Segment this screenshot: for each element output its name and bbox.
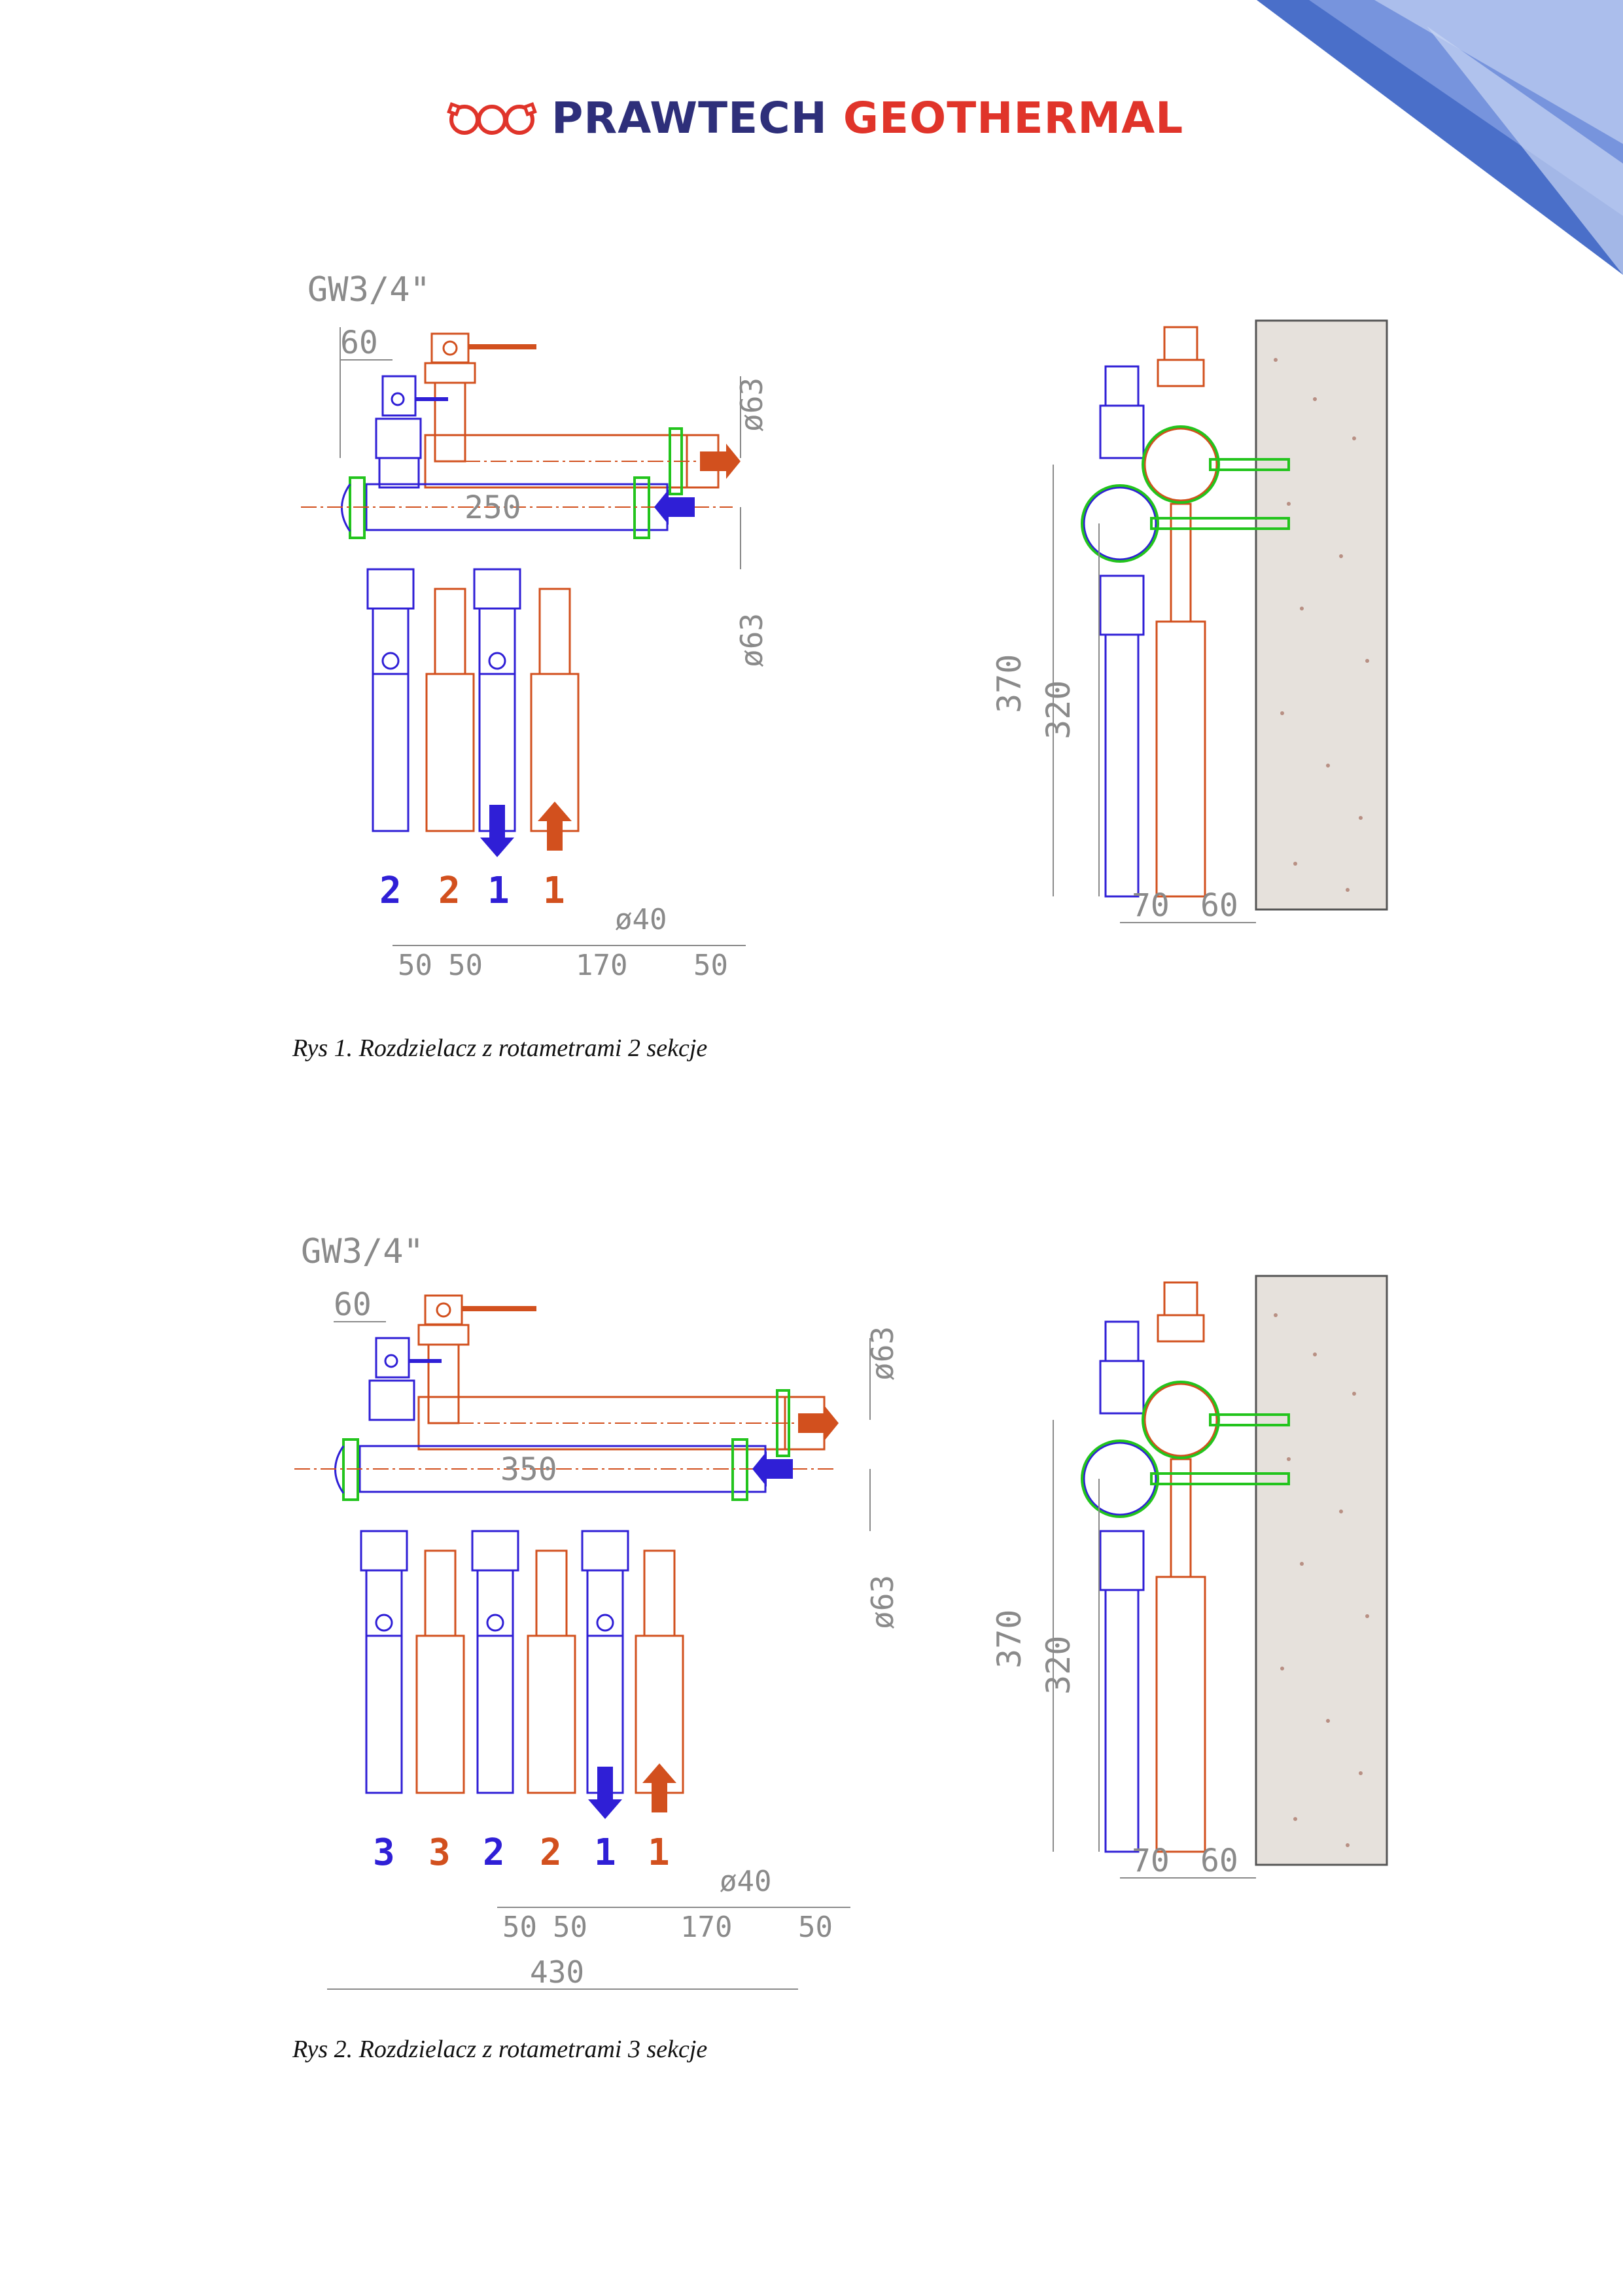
figure1-caption: Rys 1. Rozdzielacz z rotametrami 2 sekcj… bbox=[292, 1034, 708, 1062]
circuit-label: 2 bbox=[379, 870, 402, 912]
bottom-dim: 50 bbox=[398, 949, 432, 982]
bottom-dim: 50 bbox=[798, 1911, 833, 1944]
outlet-supply-1 bbox=[530, 588, 580, 832]
dim-370: 370 bbox=[990, 654, 1028, 713]
brand-name: PRAWTECH GEOTHERMAL bbox=[551, 93, 1183, 143]
supply-up-arrow bbox=[538, 802, 572, 851]
figure2-front-view: GW3/4" 60 350 ø63 ø63 bbox=[294, 1232, 900, 1990]
dim-d63-top: ø63 bbox=[734, 378, 769, 432]
wall bbox=[1255, 319, 1388, 911]
supply-top-valve bbox=[424, 332, 536, 463]
circuit-label: 1 bbox=[487, 870, 510, 912]
dim-320: 320 bbox=[1039, 680, 1077, 739]
circuit-label: 2 bbox=[540, 1831, 562, 1874]
circuit-label: 2 bbox=[483, 1831, 505, 1874]
dim-320: 320 bbox=[1039, 1636, 1077, 1695]
dim-top-60: 60 bbox=[340, 325, 378, 361]
dim-370: 370 bbox=[990, 1610, 1028, 1669]
dim-length-250: 250 bbox=[464, 489, 521, 526]
return-top-valve bbox=[375, 375, 448, 489]
return-down-arrow bbox=[588, 1767, 622, 1819]
bottom-dim: 170 bbox=[576, 949, 627, 982]
outlet-return-1 bbox=[581, 1530, 629, 1794]
side-return-pipe bbox=[1083, 1320, 1157, 1853]
wall-texture bbox=[1274, 358, 1369, 892]
dim-top-60: 60 bbox=[334, 1286, 372, 1323]
side-brackets bbox=[1081, 425, 1290, 563]
return-down-arrow bbox=[480, 805, 514, 857]
outlet-return-1 bbox=[473, 568, 521, 832]
outlet-supply-2 bbox=[425, 588, 475, 832]
side-supply-pipe bbox=[1143, 326, 1218, 898]
bottom-dim: 170 bbox=[680, 1911, 732, 1944]
circuit-label: 3 bbox=[428, 1831, 451, 1874]
outlet-return-3 bbox=[360, 1530, 408, 1794]
outlet-return-2 bbox=[366, 568, 415, 832]
dim-70: 70 bbox=[1132, 887, 1170, 924]
circuit-label: 3 bbox=[373, 1831, 395, 1874]
wall bbox=[1255, 1275, 1388, 1866]
thread-label: GW3/4" bbox=[307, 270, 430, 309]
supply-up-arrow bbox=[642, 1763, 676, 1812]
brand-primary: PRAWTECH bbox=[551, 92, 828, 143]
bottom-dim: 50 bbox=[553, 1911, 587, 1944]
supply-out-arrow bbox=[700, 444, 741, 479]
side-return-pipe bbox=[1083, 365, 1157, 898]
dim-d63-top: ø63 bbox=[865, 1326, 900, 1381]
dim-70: 70 bbox=[1132, 1843, 1170, 1879]
outlet-return-2 bbox=[471, 1530, 519, 1794]
bottom-dim: 50 bbox=[448, 949, 483, 982]
bottom-dim: 50 bbox=[502, 1911, 537, 1944]
bottom-dim: 50 bbox=[693, 949, 728, 982]
corner-decoration bbox=[1257, 0, 1623, 275]
figure2-side-view: 370 320 70 60 bbox=[990, 1275, 1388, 1879]
circuit-label: 1 bbox=[543, 870, 565, 912]
logo-gear-icon bbox=[447, 102, 537, 135]
return-top-valve bbox=[368, 1337, 442, 1421]
figure1-front-view: GW3/4" 60 250 ø63 ø63 bbox=[301, 270, 769, 982]
brand-logo: PRAWTECH GEOTHERMAL bbox=[445, 88, 1183, 147]
outlet-supply-2 bbox=[527, 1549, 576, 1794]
supply-out-arrow bbox=[798, 1405, 839, 1441]
side-supply-pipe bbox=[1143, 1281, 1218, 1853]
dim-length-350: 350 bbox=[500, 1451, 557, 1488]
outlet-supply-3 bbox=[415, 1549, 465, 1794]
circuit-label: 2 bbox=[438, 870, 461, 912]
figure1-side-view: 370 320 70 60 bbox=[990, 319, 1388, 924]
side-brackets bbox=[1081, 1381, 1290, 1518]
return-in-arrow bbox=[654, 489, 695, 525]
dim-60: 60 bbox=[1200, 887, 1238, 924]
circuit-label: 1 bbox=[648, 1831, 670, 1874]
return-in-arrow bbox=[752, 1451, 793, 1487]
dim-60: 60 bbox=[1200, 1843, 1238, 1879]
circuit-label: 1 bbox=[594, 1831, 616, 1874]
thread-label: GW3/4" bbox=[301, 1232, 424, 1271]
figure2-caption: Rys 2. Rozdzielacz z rotametrami 3 sekcj… bbox=[292, 2036, 708, 2063]
brand-secondary: GEOTHERMAL bbox=[843, 92, 1184, 143]
wall-texture bbox=[1274, 1313, 1369, 1847]
dim-total-430: 430 bbox=[530, 1954, 584, 1990]
dim-d40: ø40 bbox=[720, 1865, 771, 1898]
dim-d63-bottom: ø63 bbox=[734, 613, 769, 667]
dim-d40: ø40 bbox=[615, 903, 667, 936]
dim-d63-bottom: ø63 bbox=[865, 1575, 900, 1629]
outlet-supply-1 bbox=[635, 1549, 684, 1794]
